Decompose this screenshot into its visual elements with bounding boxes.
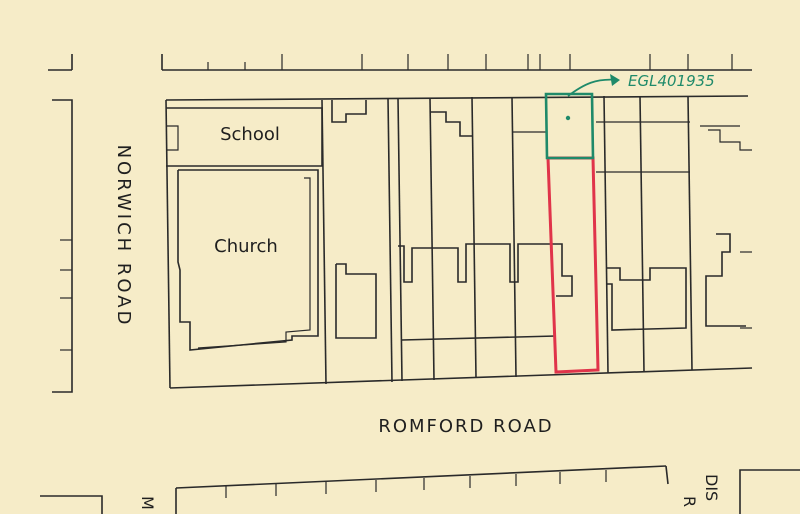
top-street-edge <box>48 54 752 71</box>
left-street-edge <box>52 99 73 393</box>
church-building <box>177 169 319 351</box>
school-label: School <box>220 124 280 145</box>
block-outline <box>165 95 753 389</box>
title-number-label: EGL401935 <box>628 72 715 90</box>
romford-road-label: ROMFORD ROAD <box>378 416 553 437</box>
green-edged-area <box>544 92 595 160</box>
buildings <box>331 100 752 341</box>
partial-road-label-right-1: DIS <box>702 474 721 501</box>
title-number-pointer <box>567 74 620 97</box>
partial-road-label-left: M <box>138 496 157 510</box>
partial-road-label-right-2: R <box>680 496 699 507</box>
norwich-road-label: NORWICH ROAD <box>113 145 134 328</box>
church-label: Church <box>214 236 278 257</box>
plot-boundaries <box>321 95 740 385</box>
lower-street-edge <box>40 465 800 514</box>
registered-land-red-edging <box>546 156 600 374</box>
